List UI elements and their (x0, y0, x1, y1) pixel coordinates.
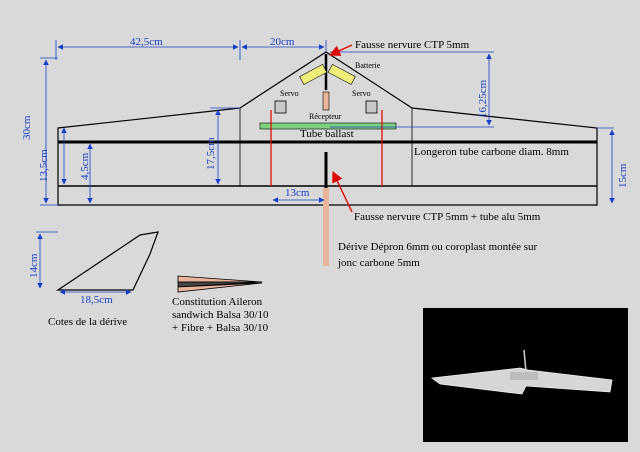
dim-inner-height: 17,5cm (205, 137, 217, 170)
model-photo (423, 308, 628, 442)
receiver-label: Récepteur (309, 112, 342, 121)
dim-trailing: 4,5cm (79, 152, 91, 180)
aileron-line1: Constitution Aileron (172, 296, 263, 308)
aileron-line2: sandwich Balsa 30/10 (172, 309, 269, 321)
battery-right (327, 63, 356, 85)
servo-right-label: Servo (352, 89, 371, 98)
fin-rod (323, 188, 329, 266)
label-fin-line1: Dérive Dépron 6mm ou coroplast montée su… (338, 241, 538, 253)
label-fin-line2: jonc carbone 5mm (337, 257, 420, 269)
servo-left-label: Servo (280, 89, 299, 98)
fin-outline (56, 231, 159, 291)
model-wing-photo (430, 367, 613, 395)
arrow-rib-bottom (332, 170, 353, 213)
model-fuselage-photo (510, 372, 538, 380)
arrow-rib-top (328, 44, 353, 56)
dim-right-height: 15cm (617, 163, 629, 188)
receiver (322, 91, 330, 111)
label-spar: Longeron tube carbone diam. 8mm (414, 146, 569, 158)
dim-root-chord: 16,25cm (477, 79, 489, 118)
aileron-line3: + Fibre + Balsa 30/10 (172, 322, 269, 334)
dim-center-width: 20cm (270, 36, 295, 48)
fin-caption: Cotes de la dérive (48, 316, 127, 328)
battery-left (299, 63, 328, 85)
wing-planform: Batterie Servo Servo Récepteur Tube ball… (57, 51, 598, 266)
fin-drawing: 14cm 18,5cm Cotes de la dérive (28, 231, 159, 328)
battery-label: Batterie (355, 61, 381, 70)
model-fin-photo (523, 349, 527, 373)
wing-outline (57, 51, 598, 206)
servo-left (274, 100, 287, 114)
label-rib-bottom: Fausse nervure CTP 5mm + tube alu 5mm (354, 211, 541, 223)
dim-fin-height: 14cm (28, 253, 40, 278)
dim-fin-base: 18,5cm (80, 294, 113, 306)
dimensions (40, 40, 615, 206)
ballast-tube-label: Tube ballast (300, 128, 354, 140)
dim-height-total: 30cm (21, 115, 33, 140)
servo-right (365, 100, 378, 114)
dim-span-half: 42,5cm (130, 36, 163, 48)
aileron-profile-top (177, 275, 263, 283)
aileron-section: Constitution Aileron sandwich Balsa 30/1… (172, 275, 269, 334)
ballast-tube (259, 122, 397, 130)
dim-aileron-width: 13cm (285, 187, 310, 199)
aileron-profile-bottom (177, 282, 263, 293)
label-rib-top: Fausse nervure CTP 5mm (355, 39, 470, 51)
dim-tip-chord: 13,5cm (38, 149, 50, 182)
